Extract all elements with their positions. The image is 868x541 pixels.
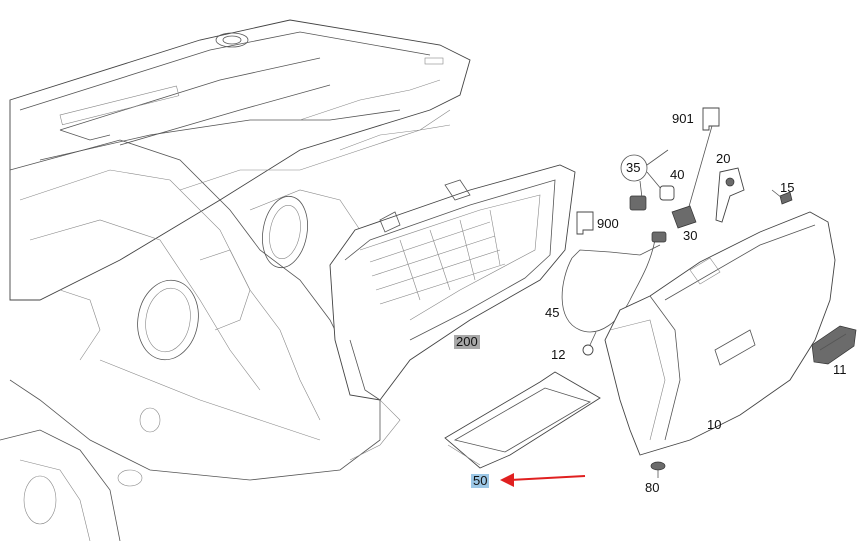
callout-12: 12 [551, 347, 566, 362]
callout-30: 30 [683, 228, 698, 243]
callout-200: 200 [454, 334, 480, 349]
callout-901: 901 [672, 111, 694, 126]
callout-11: 11 [833, 362, 847, 377]
bulb-12 [582, 331, 597, 356]
liner-mat-50 [444, 371, 601, 469]
glovebox-housing-200 [329, 164, 576, 401]
screw-15 [771, 189, 793, 205]
dashboard-panel [0, 19, 471, 541]
glovebox-lid-10 [604, 211, 836, 456]
callout-45: 45 [545, 305, 560, 320]
lamp-30 [671, 205, 697, 229]
callout-35: 35 [626, 160, 641, 175]
cable-45 [561, 211, 667, 333]
callout-80: 80 [645, 480, 660, 495]
callout-15: 15 [780, 180, 795, 195]
callout-20: 20 [716, 151, 731, 166]
highlight-arrow [500, 473, 586, 487]
switch-35-group [620, 149, 675, 211]
callout-900: 900 [597, 216, 619, 231]
callout-10: 10 [707, 417, 722, 432]
callout-40: 40 [670, 167, 685, 182]
handle-11 [811, 325, 857, 365]
bracket-901-symbol [687, 107, 720, 211]
latch-20 [715, 167, 745, 223]
callout-50: 50 [471, 473, 490, 488]
screw-80 [650, 461, 666, 478]
